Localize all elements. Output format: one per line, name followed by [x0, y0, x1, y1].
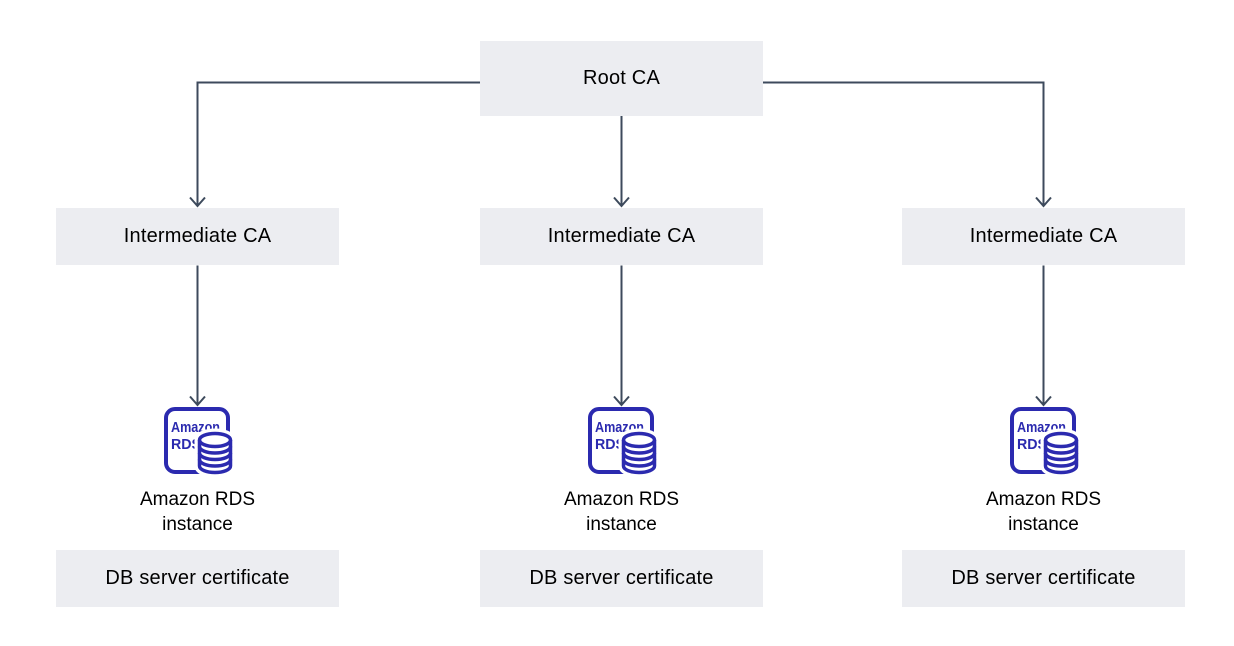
rds-icon-text-rds: RDS: [171, 436, 201, 453]
db-server-certificate-label: DB server certificate: [951, 567, 1136, 589]
amazon-rds-icon: Amazon RDS: [588, 407, 658, 475]
arrow-intermediate-to-rds-left: [189, 265, 206, 407]
rds-instance-label-line1: Amazon RDS: [985, 489, 1102, 510]
arrow-intermediate-to-rds-middle: [613, 265, 630, 407]
arrow-root-to-intermediate-right: [763, 81, 1052, 208]
arrow-root-to-intermediate-left: [189, 81, 480, 208]
intermediate-ca-label: Intermediate CA: [123, 225, 272, 247]
database-cylinder-icon: [621, 431, 657, 475]
rds-instance-label-line2: instance: [1008, 514, 1079, 535]
rds-instance-label-line2: instance: [586, 514, 657, 535]
rds-icon-text-rds: RDS: [595, 436, 625, 453]
db-server-certificate-label: DB server certificate: [529, 567, 714, 589]
intermediate-ca-label: Intermediate CA: [547, 225, 696, 247]
database-cylinder-icon: [1043, 431, 1079, 475]
rds-instance-label-right: Amazon RDS instance: [902, 487, 1185, 537]
rds-instance-label-middle: Amazon RDS instance: [480, 487, 763, 537]
db-server-certificate-box-right: DB server certificate: [902, 550, 1185, 607]
intermediate-ca-box-right: Intermediate CA: [902, 208, 1185, 265]
intermediate-ca-label: Intermediate CA: [969, 225, 1118, 247]
root-ca-label: Root CA: [583, 67, 660, 89]
intermediate-ca-box-middle: Intermediate CA: [480, 208, 763, 265]
rds-instance-label-line1: Amazon RDS: [139, 489, 256, 510]
rds-instance-label-line1: Amazon RDS: [563, 489, 680, 510]
amazon-rds-icon: Amazon RDS: [164, 407, 234, 475]
rds-icon-text-rds: RDS: [1017, 436, 1047, 453]
rds-instance-label-left: Amazon RDS instance: [56, 487, 339, 537]
arrow-intermediate-to-rds-right: [1035, 265, 1052, 407]
db-server-certificate-box-left: DB server certificate: [56, 550, 339, 607]
arrow-root-to-intermediate-middle: [613, 116, 630, 208]
rds-instance-label-line2: instance: [162, 514, 233, 535]
db-server-certificate-box-middle: DB server certificate: [480, 550, 763, 607]
root-ca-box: Root CA: [480, 41, 763, 116]
database-cylinder-icon: [197, 431, 233, 475]
intermediate-ca-box-left: Intermediate CA: [56, 208, 339, 265]
db-server-certificate-label: DB server certificate: [105, 567, 290, 589]
amazon-rds-icon: Amazon RDS: [1010, 407, 1080, 475]
